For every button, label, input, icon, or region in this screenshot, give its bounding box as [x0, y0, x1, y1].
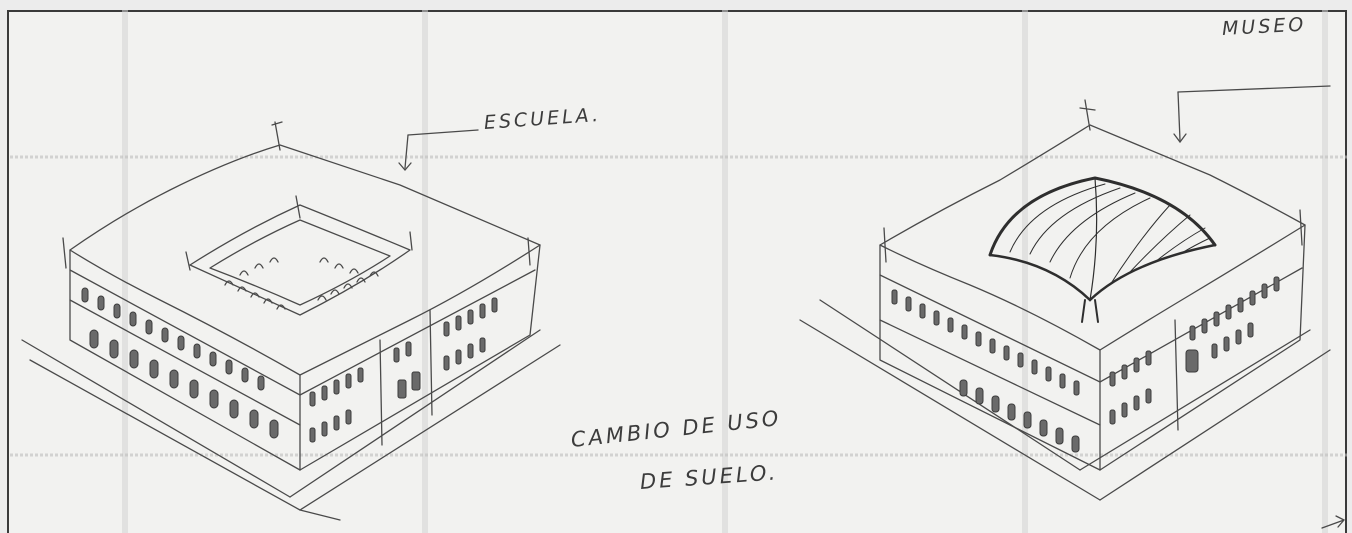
museum-windows	[891, 276, 1280, 453]
arrow-mark-icon	[1321, 515, 1346, 529]
school-leader-line	[398, 129, 479, 171]
school-building-sketch	[21, 121, 561, 521]
paper-grid-horizontal	[10, 155, 1347, 457]
paper-grid	[122, 10, 1328, 533]
museum-building-sketch	[799, 99, 1331, 501]
museum-leader-line	[1173, 85, 1331, 144]
museum-label: MUSEO	[1221, 13, 1307, 40]
sketch-paper	[7, 10, 1347, 533]
school-windows	[81, 287, 498, 443]
museum-glass-vault	[988, 176, 1217, 323]
